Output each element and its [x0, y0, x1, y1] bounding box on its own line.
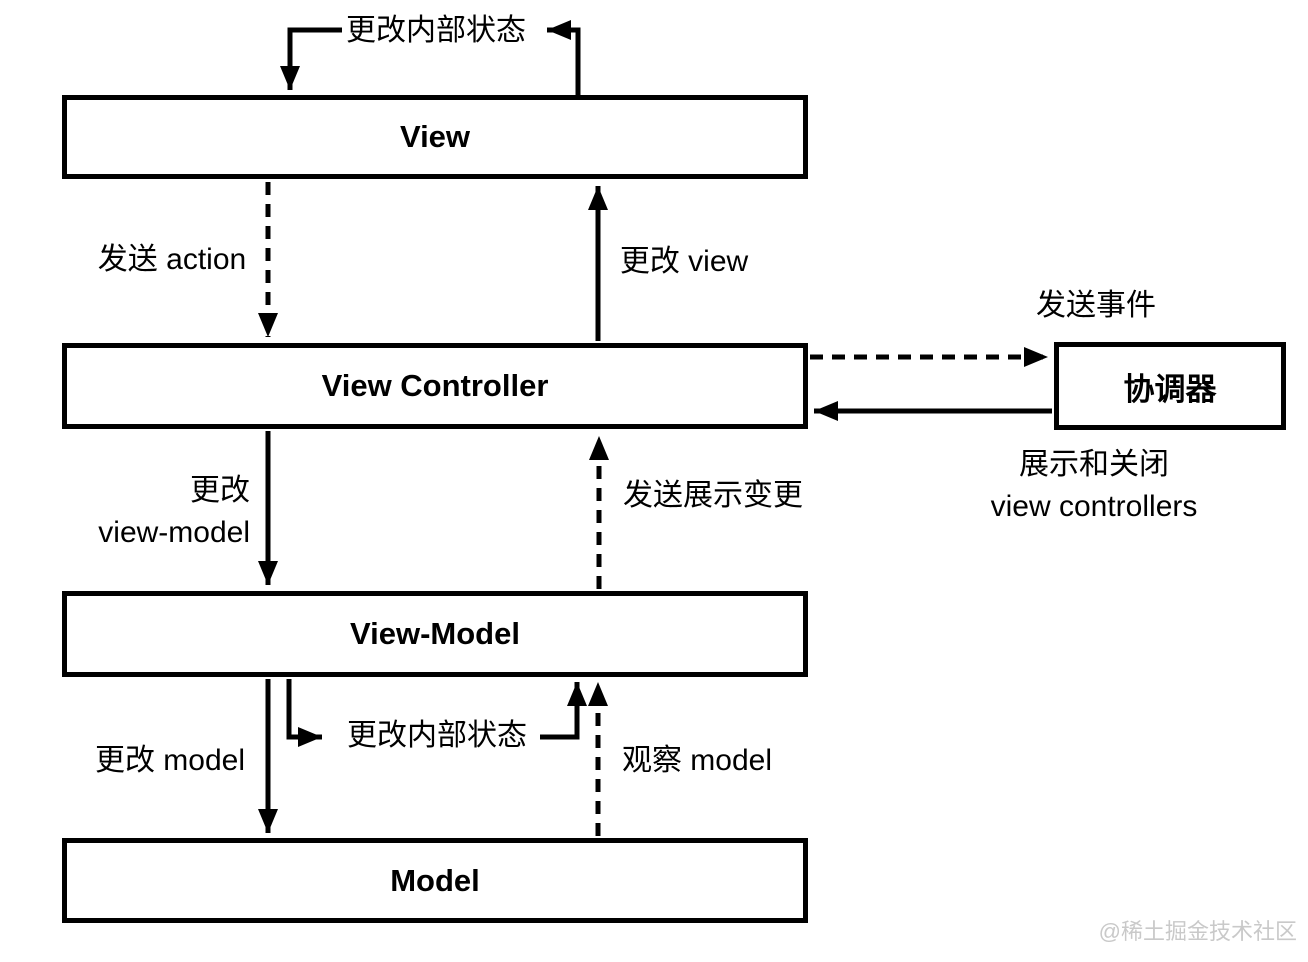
observe-model-label: 观察 model: [621, 744, 773, 777]
send-display-changes-label: 发送展示变更: [623, 479, 803, 512]
model-box-label: Model: [390, 862, 480, 898]
change-view-model-label: 更改 view-model: [98, 470, 250, 554]
view-self-loop-in-arrow: [280, 27, 342, 90]
view-box: View: [62, 95, 808, 179]
present-dismiss-label: 展示和关闭 view controllers: [991, 444, 1198, 528]
view-model-box-label: View-Model: [350, 616, 520, 651]
view-self-loop-out-arrow: [547, 20, 581, 95]
change-view-model-label-line2: view-model: [98, 516, 250, 549]
model-box: Model: [62, 838, 808, 923]
view-model-self-loop-label: 更改内部状态: [347, 719, 527, 752]
change-view-label: 更改 view: [619, 245, 749, 278]
coordinator-box: 协调器: [1054, 342, 1286, 430]
change-model-label: 更改 model: [94, 744, 246, 777]
change-view-model-label-line1: 更改: [190, 474, 250, 507]
view-controller-box-label: View Controller: [321, 368, 549, 403]
view-box-label: View: [399, 119, 471, 154]
send-action-label: 发送 action: [97, 243, 247, 276]
view-self-loop-label: 更改内部状态: [346, 14, 526, 47]
present-dismiss-label-line1: 展示和关闭: [1018, 448, 1169, 481]
view-model-self-loop-out-arrow: [286, 679, 322, 747]
view-model-self-loop-in-arrow: [540, 682, 587, 740]
send-event-label: 发送事件: [1036, 289, 1156, 322]
view-model-box: View-Model: [62, 591, 808, 677]
view-controller-box: View Controller: [62, 343, 808, 429]
coordinator-box-label: 协调器: [1123, 371, 1217, 407]
present-dismiss-label-line2: view controllers: [990, 490, 1198, 523]
watermark: @稀土掘金技术社区: [1098, 919, 1297, 944]
